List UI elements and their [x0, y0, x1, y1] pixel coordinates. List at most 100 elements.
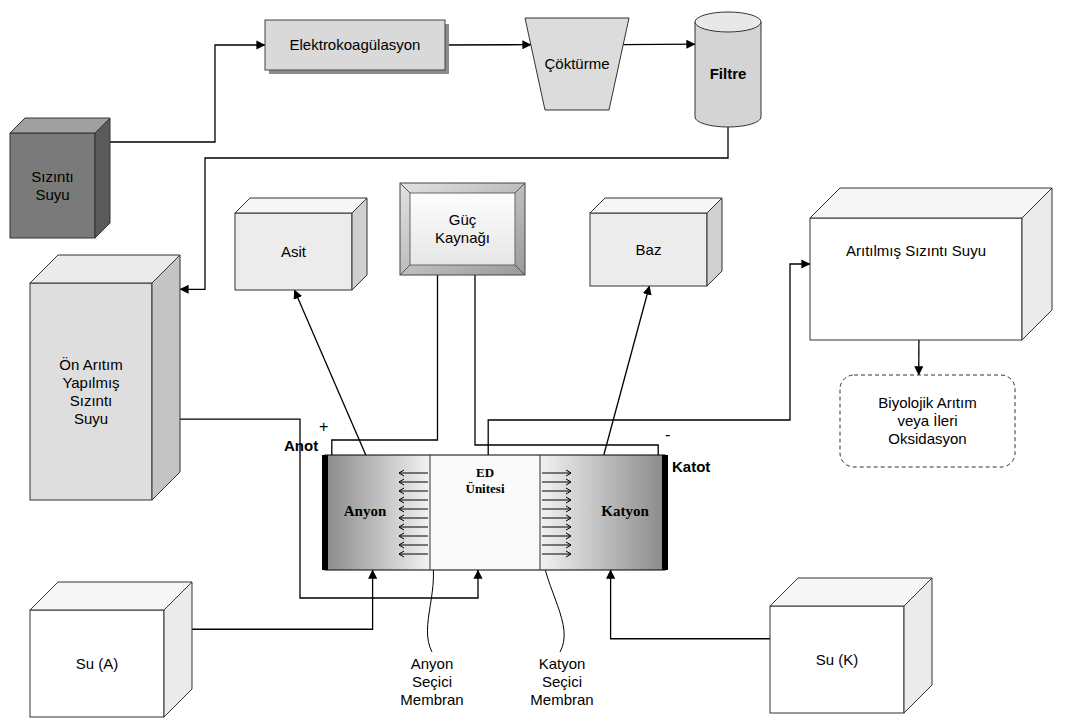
flow-arrow	[488, 264, 810, 455]
water-tank: Su (K)	[770, 578, 932, 713]
water-tank-outline	[30, 582, 192, 717]
box-side	[352, 198, 367, 290]
box-side	[152, 255, 180, 500]
node-face: Su (K)	[770, 606, 904, 713]
node-text: Su (K)	[816, 651, 859, 669]
monitor-frame	[400, 183, 525, 275]
node-text: Asit	[281, 243, 306, 261]
flow-arrow	[180, 127, 728, 289]
text-group: Çöktürme	[544, 55, 609, 73]
text-group: Filtre	[710, 65, 747, 83]
node-text: Baz	[636, 241, 662, 259]
polarity-label: -	[664, 426, 671, 444]
anion-compartment	[325, 455, 430, 570]
cylinder-top	[695, 12, 761, 32]
compartment-text: Katyon	[601, 502, 649, 520]
feed-compartment	[430, 455, 540, 570]
flow-arrow	[611, 570, 770, 639]
text-group: Sızıntı Suyu	[18, 168, 88, 204]
process-box: Elektrokoagülasyon	[265, 20, 445, 70]
box-side	[95, 118, 110, 238]
power-wire	[332, 275, 438, 455]
box-front	[590, 213, 707, 286]
box-top	[810, 188, 1052, 218]
text-group: Elektrokoagülasyon	[290, 36, 421, 54]
box-top	[235, 198, 367, 213]
text-group: Ön Arıtım Yapılmış Sızıntı Suyu	[54, 356, 129, 428]
membrane-label: Anyon Seçici Membran	[392, 655, 472, 709]
box-front	[235, 213, 352, 290]
leachate-tank: Sızıntı Suyu	[10, 118, 110, 238]
text-group: Arıtılmış Sızıntı Suyu	[846, 242, 986, 260]
filter-cylinder: Filtre	[695, 12, 761, 127]
post-treatment-box: Biyolojik Arıtım veya İleri Oksidasyon	[840, 375, 1015, 467]
flow-arrow	[918, 340, 919, 375]
compartment-text: ED Ünitesi	[455, 465, 515, 496]
text-group: Güç Kaynağı	[428, 211, 498, 247]
node-face: Elektrokoagülasyon	[265, 20, 445, 70]
box-top	[10, 118, 110, 133]
dashed-box	[840, 375, 1015, 467]
water-tank: Su (A)	[30, 582, 192, 717]
ed-outline	[325, 455, 665, 570]
text-group: Biyolojik Arıtım veya İleri Oksidasyon	[873, 394, 983, 448]
node-text: Elektrokoagülasyon	[290, 36, 421, 54]
treated-tank-outline	[810, 188, 1052, 340]
box-front	[30, 283, 152, 500]
node-face: Güç Kaynağı	[412, 195, 513, 263]
flow-arrow	[110, 45, 265, 142]
node-face: Baz	[590, 213, 707, 286]
text-group: Su (A)	[76, 655, 119, 673]
power-supply: Güç Kaynağı	[400, 183, 525, 275]
anode-plate	[322, 455, 328, 570]
flow-arrow	[445, 44, 531, 46]
cation-compartment	[540, 455, 665, 570]
node-text: Sızıntı Suyu	[18, 168, 88, 204]
anion-membrane	[430, 455, 431, 570]
cylinder-body	[695, 22, 761, 127]
base-tank: Baz	[590, 198, 722, 286]
box-top	[590, 198, 722, 213]
node-text: Ön Arıtım Yapılmış Sızıntı Suyu	[54, 356, 129, 428]
box-side	[1022, 188, 1052, 340]
node-face: Sızıntı Suyu	[10, 133, 95, 238]
electrode-label: Anot	[284, 437, 318, 455]
node-text: Arıtılmış Sızıntı Suyu	[846, 242, 986, 260]
trapezoid-body	[525, 18, 629, 110]
settling-tank: Çöktürme	[525, 18, 629, 110]
treated-tank: Arıtılmış Sızıntı Suyu	[810, 188, 1052, 340]
electrode-label: Katot	[672, 458, 710, 476]
water-tank-outline	[770, 578, 932, 713]
flow-arrow	[294, 290, 365, 455]
box-side	[164, 582, 192, 717]
cathode-plate	[662, 455, 668, 570]
box-side	[904, 578, 932, 713]
power-wire	[475, 275, 658, 455]
node-face: Biyolojik Arıtım veya İleri Oksidasyon	[840, 375, 1015, 467]
node-text: Güç Kaynağı	[428, 211, 498, 247]
node-face: Filtre	[695, 26, 761, 121]
box-front	[30, 610, 164, 717]
box-front	[10, 133, 95, 238]
box-side	[707, 198, 722, 286]
cation-membrane	[540, 455, 541, 570]
node-text: Filtre	[710, 65, 747, 83]
node-face: Arıtılmış Sızıntı Suyu	[810, 218, 1022, 340]
flow-arrow	[604, 286, 650, 455]
box-front	[810, 218, 1022, 340]
compartment-text: Anyon	[344, 502, 387, 520]
flow-arrow	[623, 44, 695, 46]
node-text: Çöktürme	[544, 55, 609, 73]
box-front	[770, 606, 904, 713]
monitor-screen	[410, 193, 515, 265]
polarity-label: +	[318, 418, 329, 436]
acid-tank: Asit	[235, 198, 367, 290]
text-group: Asit	[281, 243, 306, 261]
node-face: Anyon ED ÜnitesiKatyon	[325, 455, 665, 570]
node-face: Çöktürme	[539, 18, 615, 110]
pretreated-tank: Ön Arıtım Yapılmış Sızıntı Suyu	[30, 255, 180, 500]
text-group: Su (K)	[816, 651, 859, 669]
monitor-bevel	[400, 183, 525, 275]
node-face: Ön Arıtım Yapılmış Sızıntı Suyu	[30, 283, 152, 500]
